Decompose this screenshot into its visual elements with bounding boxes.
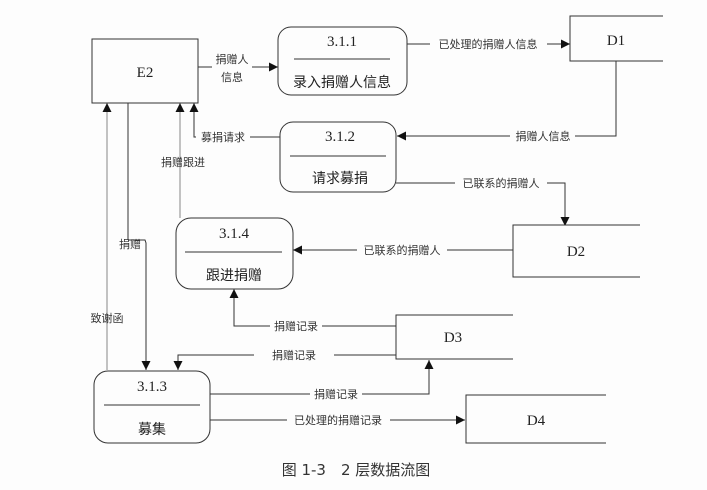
process-name: 录入捐赠人信息 [293, 74, 391, 91]
store-label: D1 [607, 33, 625, 49]
process-number: 3.1.1 [327, 34, 357, 50]
process-number: 3.1.3 [137, 379, 167, 395]
flow-d1-to-3-1-2 [397, 61, 617, 141]
data-store-d3[interactable]: D3 [395, 314, 513, 360]
data-store-d2[interactable]: D2 [512, 224, 643, 278]
process-name: 跟进捐赠 [206, 268, 262, 284]
flow-label: 捐赠人信息 [516, 129, 571, 143]
figure-caption: 图 1-3 2 层数据流图 [282, 461, 431, 479]
flow-label: 已处理的捐赠记录 [294, 413, 382, 427]
store-label: D2 [567, 244, 585, 260]
flow-label: 已联系的捐赠人 [463, 176, 540, 190]
store-label: D3 [444, 330, 462, 346]
process-3-1-2[interactable]: 3.1.2 请求募捐 [279, 121, 397, 193]
flow-label: 募捐请求 [201, 130, 245, 144]
flow-3-1-3-to-d3 [210, 360, 434, 395]
flow-label: 捐赠跟进 [161, 155, 205, 169]
flow-label: 已处理的捐赠人信息 [439, 37, 538, 51]
flow-d3-to-3-1-3 [173, 354, 396, 370]
external-entity-e2[interactable]: E2 [91, 38, 199, 104]
flow-label: 信息 [221, 70, 243, 84]
flow-label: 已联系的捐赠人 [364, 243, 441, 257]
entity-label: E2 [137, 65, 154, 81]
flow-3-1-2-to-e2 [189, 103, 280, 138]
process-name: 请求募捐 [312, 171, 368, 187]
flow-label: 致谢函 [91, 311, 124, 325]
flow-label: 捐赠记录 [314, 387, 358, 401]
flow-d3-to-3-1-4 [229, 289, 396, 327]
process-3-1-3[interactable]: 3.1.3 募集 [93, 370, 211, 444]
data-store-d1[interactable]: D1 [569, 15, 707, 62]
flow-e2-to-3-1-3 [127, 103, 151, 370]
process-number: 3.1.2 [325, 129, 355, 145]
process-name: 募集 [138, 421, 166, 438]
flow-label: 捐赠人 [216, 52, 249, 66]
flow-label: 捐赠 [119, 237, 141, 251]
store-label: D4 [527, 413, 546, 429]
flow-label: 捐赠记录 [274, 319, 318, 333]
process-number: 3.1.4 [219, 226, 250, 242]
flow-label: 捐赠记录 [272, 348, 316, 362]
process-3-1-1[interactable]: 3.1.1 录入捐赠人信息 [277, 26, 408, 96]
data-store-d4[interactable]: D4 [465, 394, 606, 444]
process-3-1-4[interactable]: 3.1.4 跟进捐赠 [175, 217, 294, 290]
flow-3-1-2-to-d2 [396, 182, 570, 226]
